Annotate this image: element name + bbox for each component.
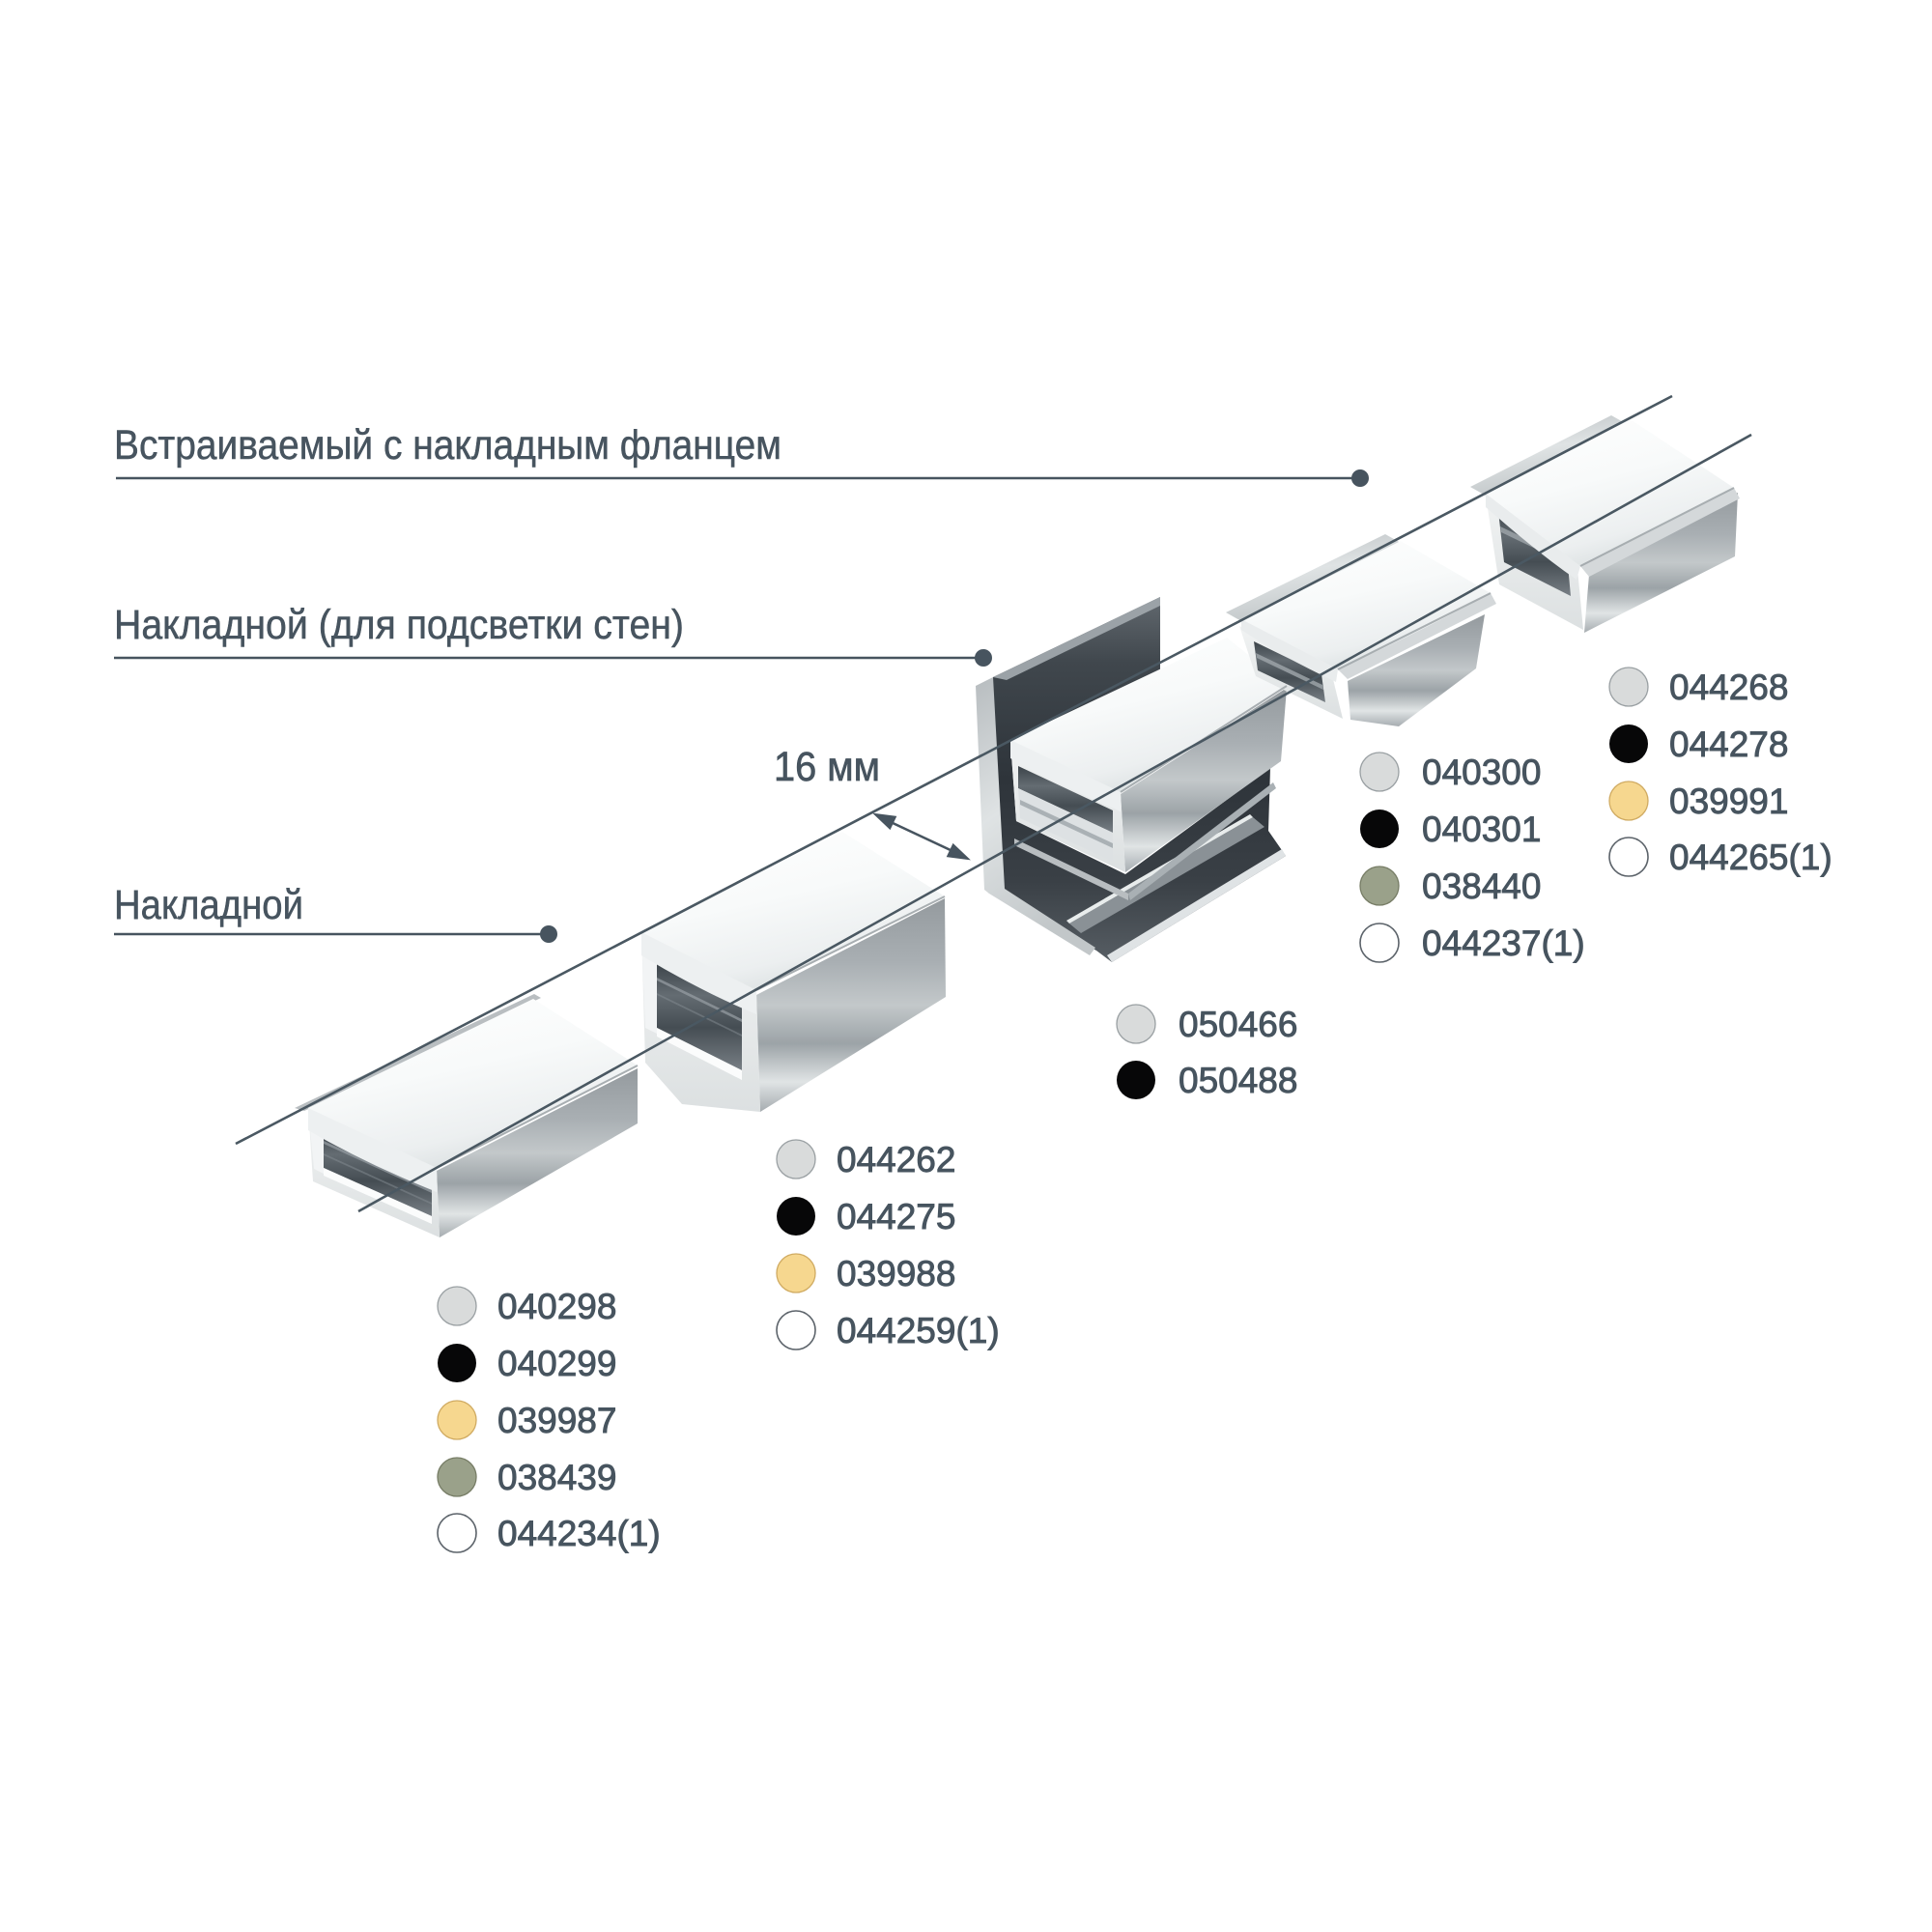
svg-text:050488: 050488: [1179, 1061, 1297, 1100]
svg-text:044237(1): 044237(1): [1422, 923, 1585, 963]
svg-text:040298: 040298: [497, 1287, 616, 1326]
svg-text:044262: 044262: [837, 1140, 955, 1179]
svg-text:038440: 038440: [1422, 867, 1541, 906]
svg-text:038439: 038439: [497, 1458, 616, 1497]
svg-text:044275: 044275: [837, 1197, 955, 1236]
svg-text:Встраиваемый с накладным фланц: Встраиваемый с накладным фланцем: [114, 423, 781, 469]
svg-text:040300: 040300: [1422, 753, 1541, 792]
svg-text:Накладной (для подсветки стен): Накладной (для подсветки стен): [114, 603, 684, 648]
svg-text:044265(1): 044265(1): [1669, 838, 1833, 877]
svg-text:040301: 040301: [1422, 810, 1541, 849]
svg-text:050466: 050466: [1179, 1005, 1297, 1044]
svg-text:039991: 039991: [1669, 781, 1788, 821]
svg-text:16 мм: 16 мм: [774, 744, 880, 790]
svg-text:Накладной: Накладной: [114, 883, 303, 928]
svg-text:039988: 039988: [837, 1254, 955, 1293]
svg-text:044259(1): 044259(1): [837, 1311, 1000, 1350]
svg-text:044268: 044268: [1669, 668, 1788, 707]
svg-text:044278: 044278: [1669, 724, 1788, 764]
svg-text:039987: 039987: [497, 1401, 616, 1440]
svg-text:040299: 040299: [497, 1344, 616, 1383]
svg-text:044234(1): 044234(1): [497, 1514, 661, 1553]
